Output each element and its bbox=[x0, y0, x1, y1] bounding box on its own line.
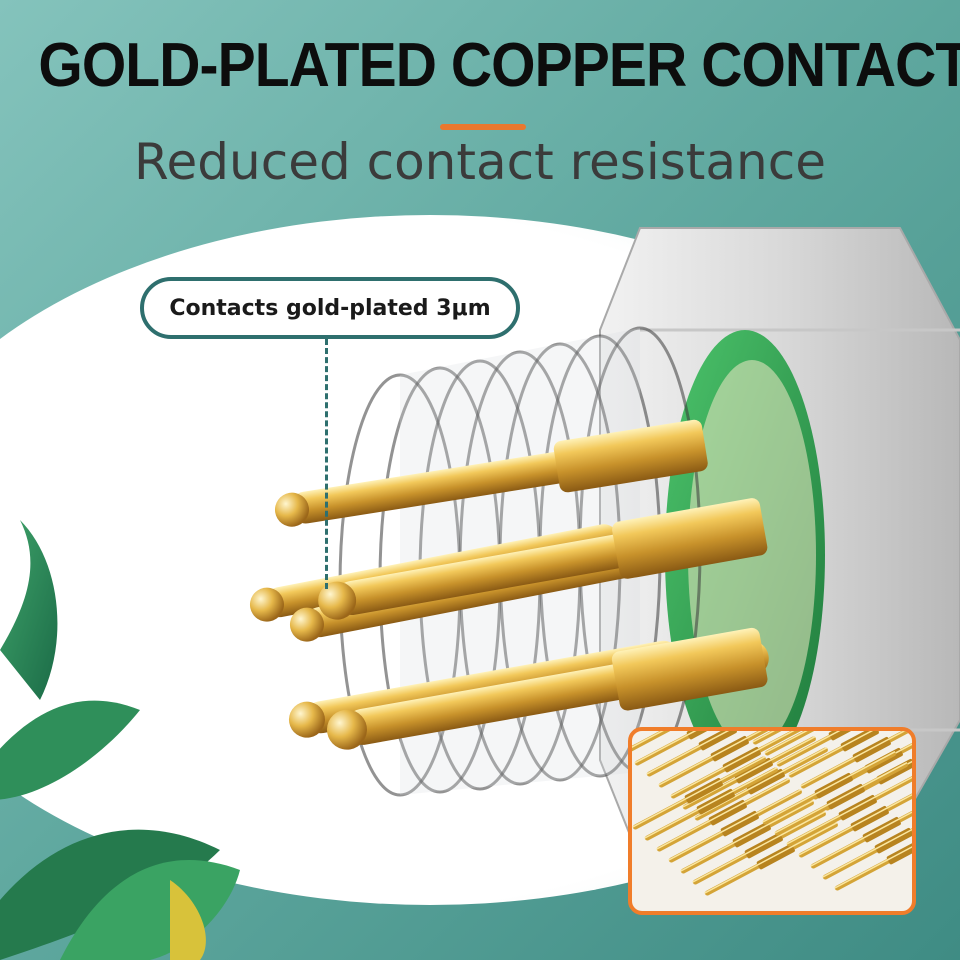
loose-pin bbox=[632, 731, 756, 755]
loose-pin bbox=[704, 822, 838, 896]
pins-closeup-inset bbox=[628, 727, 916, 915]
loose-pin bbox=[774, 762, 908, 836]
loose-pin bbox=[798, 784, 912, 858]
title-accent-bar bbox=[440, 124, 526, 130]
tropical-leaf-icon bbox=[0, 520, 240, 960]
loose-pin bbox=[692, 811, 826, 885]
page-title: GOLD-PLATED COPPER CONTACTS bbox=[38, 31, 960, 100]
loose-pin bbox=[776, 731, 910, 767]
loose-pin bbox=[762, 751, 896, 825]
loose-pin bbox=[694, 747, 828, 821]
gold-pins bbox=[249, 419, 769, 750]
loose-pin bbox=[658, 731, 792, 788]
loose-pin bbox=[788, 731, 912, 778]
loose-pin bbox=[682, 736, 816, 810]
plating-callout: Contacts gold-plated 3μm bbox=[140, 277, 520, 339]
loose-pin bbox=[632, 756, 766, 830]
loose-pin bbox=[800, 731, 912, 789]
callout-label: Contacts gold-plated 3μm bbox=[169, 295, 491, 321]
loose-pin bbox=[764, 731, 898, 756]
loose-pin bbox=[786, 773, 912, 847]
loose-pin bbox=[644, 767, 778, 841]
loose-pin bbox=[646, 731, 780, 777]
loose-pin bbox=[834, 817, 912, 891]
loose-pin bbox=[680, 800, 814, 874]
page-subtitle: Reduced contact resistance bbox=[134, 133, 826, 191]
loose-pin bbox=[670, 731, 804, 799]
loose-pin bbox=[810, 795, 912, 869]
loose-pin bbox=[822, 806, 912, 880]
loose-pin bbox=[634, 731, 768, 766]
callout-leader-line bbox=[325, 339, 328, 589]
loose-pins-photo bbox=[632, 731, 912, 896]
loose-pin bbox=[668, 789, 802, 863]
loose-pin bbox=[656, 778, 790, 852]
